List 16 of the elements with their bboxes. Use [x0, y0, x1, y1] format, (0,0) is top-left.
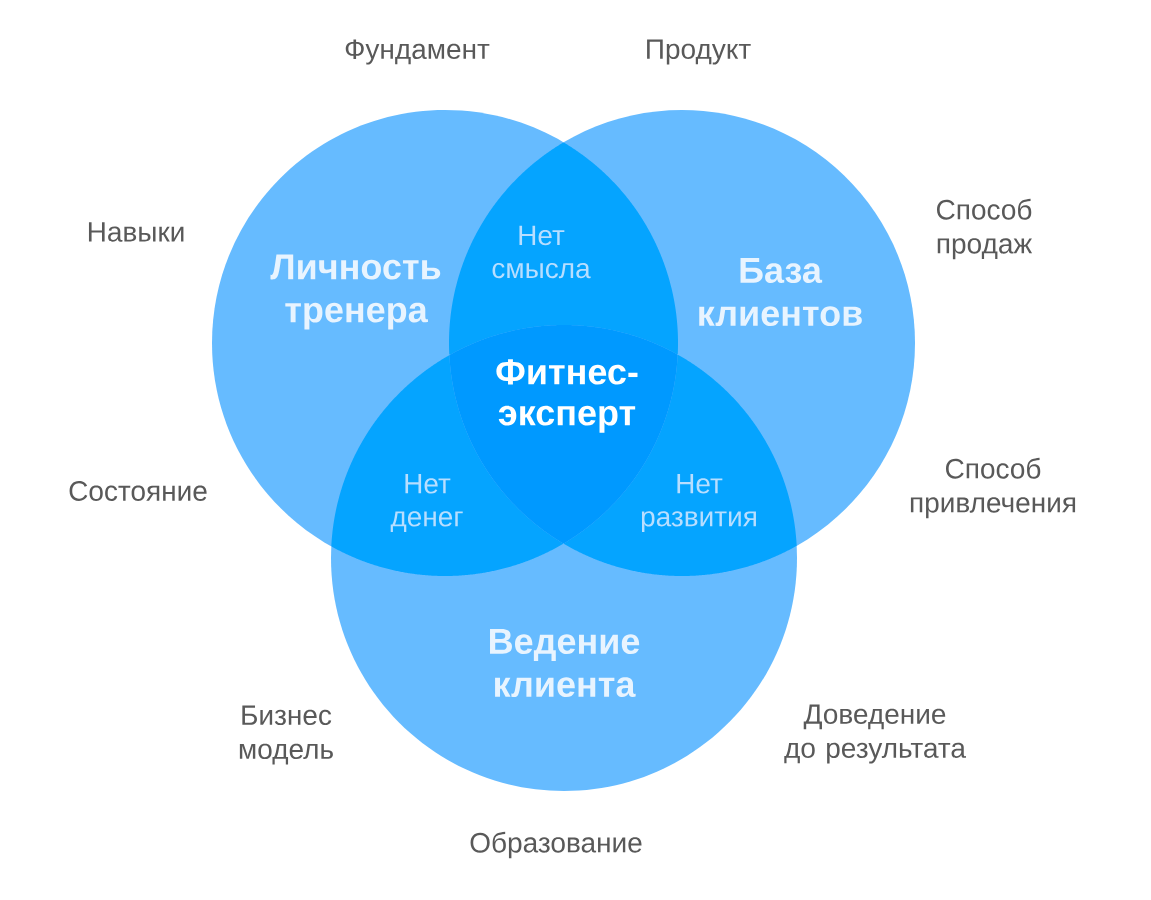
- center-label: Фитнес-эксперт: [496, 359, 638, 433]
- category-label: Способ продаж: [937, 198, 1033, 260]
- circle-label: Ведение клиента: [490, 628, 640, 698]
- circle-label: База клиентов: [699, 257, 862, 327]
- category-label: Продукт: [647, 39, 751, 65]
- overlap-label: Нет смысла: [492, 225, 591, 279]
- category-label: Состояние: [69, 481, 207, 501]
- category-label: Доведение до результата: [784, 704, 966, 764]
- category-label: Способ привлечения: [910, 457, 1076, 519]
- category-label: Образование: [470, 831, 642, 859]
- overlap-label: Нет развития: [641, 473, 756, 533]
- category-label: Бизнес модель: [239, 705, 333, 765]
- overlap-label: Нет денег: [390, 474, 463, 532]
- category-label: Навыки: [88, 222, 184, 242]
- category-label: Фундамент: [345, 39, 490, 65]
- circle-label: Личность тренера: [270, 254, 441, 330]
